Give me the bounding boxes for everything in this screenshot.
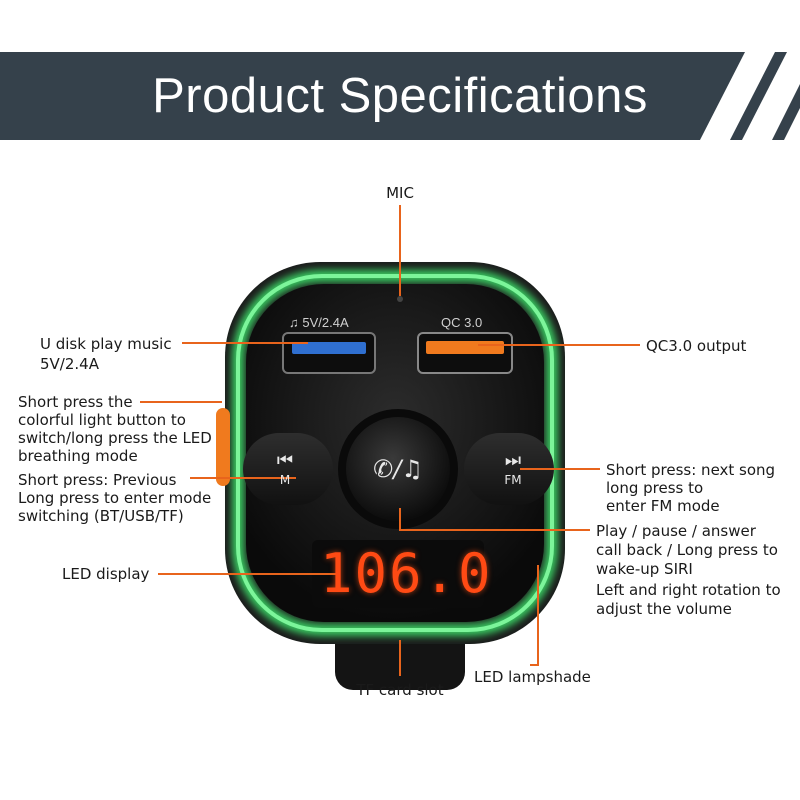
qc-port (417, 332, 513, 374)
qc-output-label: QC3.0 output (646, 337, 747, 355)
lampshade-line (530, 565, 539, 666)
previous-button-shape (243, 433, 333, 505)
play-label-line2: call back / Long press to (596, 541, 778, 559)
play-label-line4: Left and right rotation to (596, 581, 781, 599)
usb-music-label-line2: 5V/2.4A (40, 355, 99, 373)
light-button-label-line4: breathing mode (18, 447, 138, 465)
center-knob-shape (338, 409, 458, 529)
usb-port-label: ♫ 5V/2.4A (289, 315, 349, 330)
callout-lines (140, 205, 640, 676)
previous-track-icon: ⏮ (276, 450, 294, 471)
page-title: Product Specifications (152, 69, 648, 123)
previous-label-line1: Short press: Previous (18, 471, 177, 489)
play-line (399, 508, 590, 531)
led-display-label: LED display (62, 565, 150, 583)
header-banner: Product Specifications (0, 52, 800, 140)
next-button-shape (464, 433, 554, 505)
next-label-line2: long press to (606, 479, 704, 497)
next-label-line1: Short press: next song (606, 461, 776, 479)
lampshade-label: LED lampshade (474, 668, 591, 686)
light-button-label-line3: switch/long press the LED (18, 429, 212, 447)
usb-music-label-line1: U disk play music (40, 335, 172, 353)
light-button-label-line1: Short press the (18, 393, 133, 411)
next-track-icon: ⏭ (504, 450, 522, 471)
next-label-line3: enter FM mode (606, 497, 720, 515)
fm-button-label: FM (504, 473, 522, 487)
play-label-line1: Play / pause / answer (596, 522, 756, 540)
usb-port (282, 332, 376, 374)
light-side-button (216, 408, 230, 486)
light-button-label-line2: colorful light button to (18, 411, 186, 429)
previous-label-line3: switching (BT/USB/TF) (18, 507, 184, 525)
led-display-panel (312, 540, 484, 608)
led-display-value: 106.0 (320, 542, 493, 605)
play-label-line5: adjust the volume (596, 600, 732, 618)
mode-button-label: M (279, 473, 291, 487)
play-label-line3: wake-up SIRI (596, 560, 693, 578)
tf-slot-label: TF card slot (356, 681, 444, 699)
qc-port-label: QC 3.0 (441, 315, 483, 330)
phone-music-icon: ✆/♫ (373, 455, 423, 483)
previous-label-line2: Long press to enter mode (18, 489, 212, 507)
mic-label: MIC (386, 184, 414, 202)
mic-hole (397, 296, 403, 302)
banner-stripes-decoration (700, 52, 800, 140)
